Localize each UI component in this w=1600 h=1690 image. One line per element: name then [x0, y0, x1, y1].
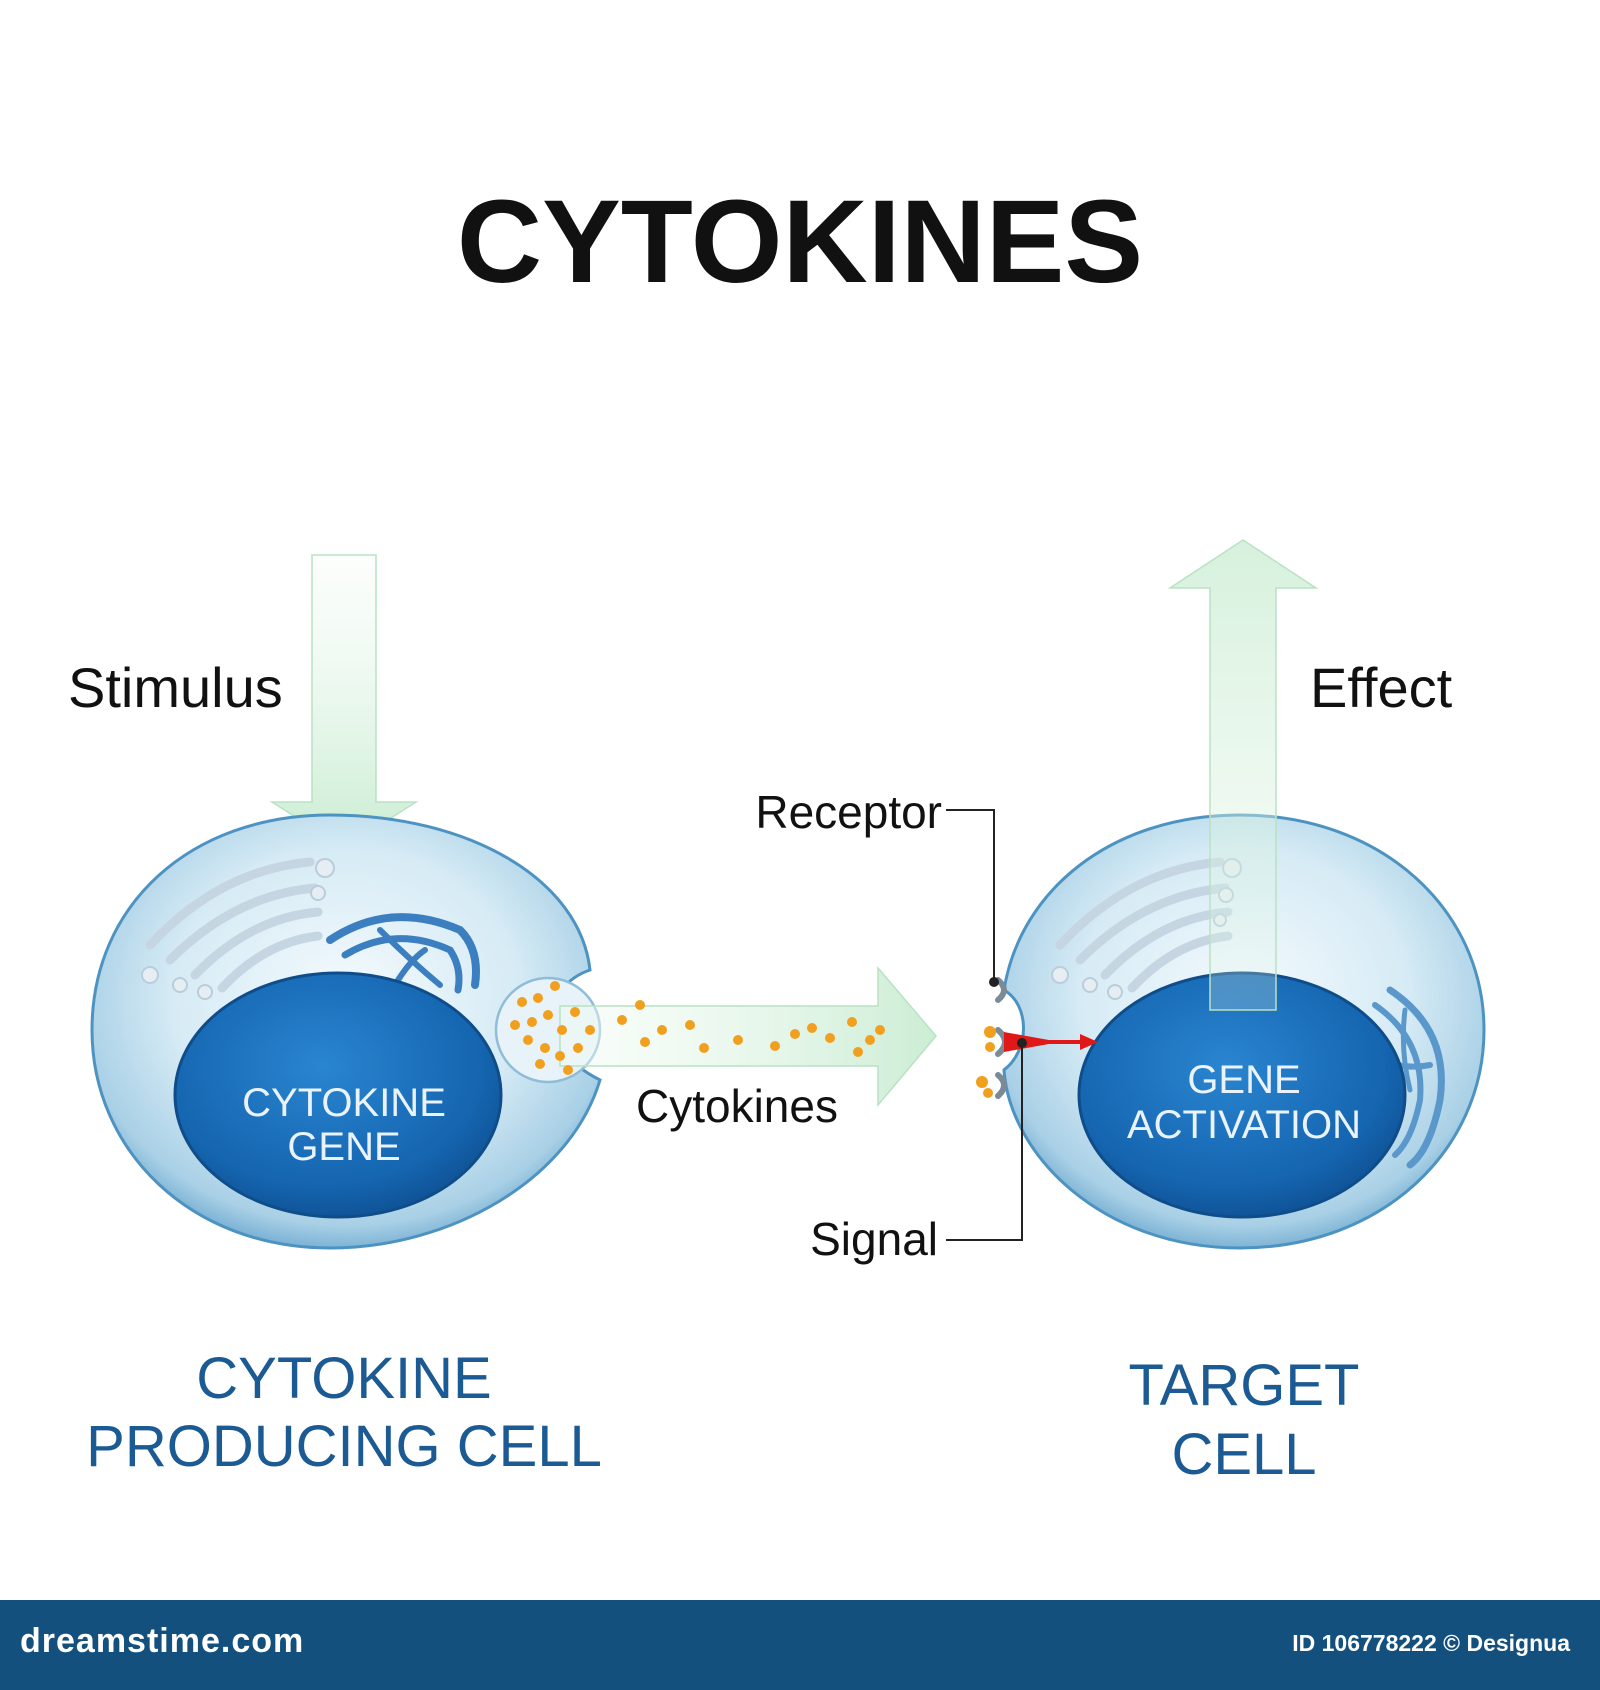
effect-arrow [1167, 539, 1319, 1011]
footer-bar: dreamstime.com ID 106778222 © Designua [0, 1600, 1600, 1690]
receptor-leader-line [946, 809, 995, 982]
target-nucleus-label-line2: ACTIVATION [1127, 1103, 1361, 1147]
signal-label: Signal [810, 1213, 938, 1265]
signal-point [1017, 1038, 1027, 1048]
target-nucleus-label-line1: GENE [1187, 1058, 1300, 1102]
golgi-apparatus [141, 857, 335, 1000]
receptors [976, 977, 1008, 1099]
receptor-label: Receptor [755, 786, 942, 838]
nucleus-label-line2: GENE [287, 1125, 400, 1169]
target-er [1372, 986, 1445, 1169]
target-cell: GENE ACTIVATION [1002, 813, 1486, 1250]
diagram-title: CYTOKINES [457, 176, 1143, 308]
producing-cell-caption-line1: CYTOKINE [196, 1346, 491, 1411]
signal-leader-line [946, 1043, 1023, 1241]
nucleus-label-line1: CYTOKINE [242, 1081, 446, 1125]
target-cell-caption-line2: CELL [1171, 1422, 1316, 1487]
producing-cell-nucleus [173, 971, 503, 1219]
stimulus-arrow [269, 554, 419, 849]
cytokine-particles [510, 981, 885, 1075]
producing-cell-caption-line2: PRODUCING CELL [86, 1414, 602, 1479]
stimulus-label: Stimulus [68, 656, 283, 719]
cytokines-label: Cytokines [636, 1080, 838, 1132]
target-cell-caption-line1: TARGET [1129, 1353, 1360, 1418]
footer-credit: ID 106778222 © Designua [1292, 1630, 1570, 1656]
footer-brand: dreamstime.com [20, 1622, 305, 1660]
cytokine-producing-cell: CYTOKINE GENE [90, 813, 602, 1250]
effect-label: Effect [1310, 656, 1453, 719]
cytokines-arrow [559, 965, 937, 1108]
signal-arrow [1004, 1032, 1098, 1052]
